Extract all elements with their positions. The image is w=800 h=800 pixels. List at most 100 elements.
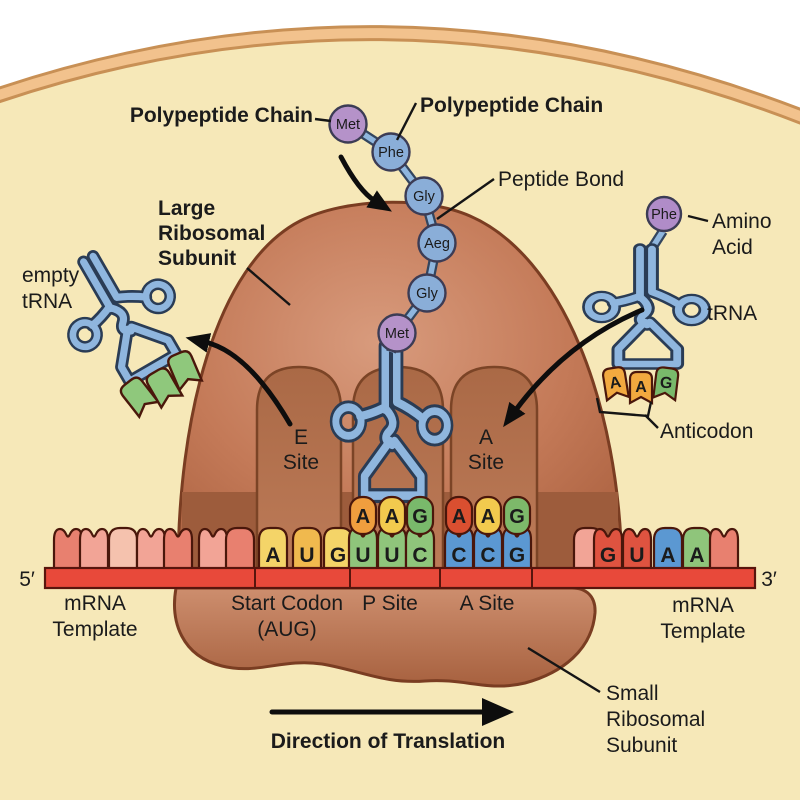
chain-residue: Aeg [417, 223, 457, 263]
start-codon-label-line2: (AUG) [257, 618, 317, 641]
large-subunit-label-line3: Subunit [158, 247, 236, 270]
anticodon-letter: G [659, 374, 673, 392]
small-subunit-label-line3: Subunit [606, 734, 677, 757]
flow-arrows [185, 154, 645, 726]
anticodon-base-letter: A [452, 506, 466, 528]
leader-small-subunit [527, 646, 601, 694]
anticodon-base-tab [348, 495, 378, 536]
mrna-strand [43, 566, 757, 590]
residue-label: Phe [378, 145, 404, 161]
trna-exit-arrow [185, 333, 293, 427]
start-codon-label-line1: Start Codon [231, 592, 343, 615]
polypeptide-chain-right-label: Polypeptide Chain [420, 94, 603, 117]
residue-circle [417, 223, 457, 263]
p-site-trna: A A G [336, 346, 448, 536]
anticodon-base-tab [444, 495, 474, 536]
mrna-base-letter: A [660, 544, 675, 567]
mrna-base-letter: G [330, 544, 346, 567]
mrna-base-letter: A [689, 544, 704, 567]
large-subunit-label-line2: Ribosomal [158, 222, 265, 245]
amino-acid-circle [645, 195, 683, 233]
mrna-base-letter: G [600, 544, 616, 567]
incoming-trna: A A G Phe [588, 195, 704, 405]
anticodon-bracket [595, 397, 653, 418]
leader-large-subunit [246, 267, 291, 306]
peptide-bond-label: Peptide Bond [498, 168, 624, 191]
e-site-pocket-label-line2: Site [283, 451, 319, 474]
empty-trna-label-line1: empty [22, 264, 80, 287]
amino-acid-label-line2: Acid [712, 236, 753, 259]
e-site-pocket [255, 365, 343, 574]
p-site-label: P Site [362, 592, 418, 615]
text-labels: Polypeptide Chain Polypeptide Chain Pept… [22, 94, 772, 757]
anticodon-base-tab [473, 495, 503, 536]
amino-acid-label-line1: Amino [712, 210, 772, 233]
small-subunit-label-line2: Ribosomal [606, 708, 705, 731]
residue-circle [328, 104, 368, 144]
anticodon-base-letter: A [356, 506, 370, 528]
residue-label: Aeg [424, 236, 450, 252]
small-subunit-body [173, 586, 597, 688]
anticodon-base-tab [405, 495, 435, 536]
anticodon-base-tab [377, 495, 407, 536]
residue-label: Gly [413, 189, 436, 205]
anticodon-base-letter: A [481, 506, 495, 528]
mrna-template-right-line2: Template [660, 620, 745, 643]
chain-growth-arrow [338, 154, 392, 212]
mrna-base-letter: U [355, 544, 370, 567]
small-subunit-label-line1: Small [606, 682, 659, 705]
mrna-base-letter: U [299, 544, 314, 567]
leader-peptide-bond [436, 178, 495, 220]
mrna-base-letter: G [509, 544, 525, 567]
amino-acid-circle-label: Phe [651, 207, 677, 223]
mrna-base-letter: C [480, 544, 495, 567]
mrna-p-site-codon: U U C [347, 527, 436, 576]
five-prime-label: 5′ [19, 568, 35, 591]
mrna-template-right-line1: mRNA [672, 594, 734, 617]
mrna-base-letter: C [412, 544, 427, 567]
residue-label: Met [336, 117, 360, 133]
empty-trna-label-line2: tRNA [22, 290, 72, 313]
leader-anticodon [644, 414, 659, 429]
direction-of-translation-label: Direction of Translation [271, 730, 506, 753]
anticodon-letter: A [608, 374, 623, 393]
chain-residue: Phe [371, 132, 411, 172]
membrane-band [0, 28, 800, 122]
chain-residue: Met [377, 313, 417, 353]
mrna-template-left-line1: mRNA [64, 592, 126, 615]
mrna-downstream-bases: G U A A [572, 526, 740, 576]
leader-polypeptide-left [314, 117, 332, 123]
mrna-base-letter: C [451, 544, 466, 567]
mrna-base-letter: U [384, 544, 399, 567]
anticodon-letter: A [635, 379, 647, 396]
chain-residue: Met [328, 104, 368, 144]
anticodon-base-letter: A [385, 506, 399, 528]
mrna-bar [43, 566, 757, 590]
e-site-pocket-label-line1: E [294, 426, 308, 449]
large-subunit-label-line1: Large [158, 197, 215, 220]
residue-label: Met [385, 326, 409, 342]
anticodon-base-letter: G [412, 506, 428, 528]
leader-amino-acid [687, 214, 709, 223]
polypeptide-chain: Met Phe Gly Aeg Gly Met [328, 104, 457, 354]
chain-residue: Gly [407, 273, 447, 313]
anticodon-base-letter: G [509, 506, 525, 528]
residue-circle [404, 176, 444, 216]
anticodon-base-tab [502, 495, 532, 536]
three-prime-label: 3′ [761, 568, 777, 591]
a-site-pocket-label-line2: Site [468, 451, 504, 474]
chain-residue: Gly [404, 176, 444, 216]
leader-lines [246, 102, 709, 694]
anticodon-label: Anticodon [660, 420, 753, 443]
a-site-pocket-label-line1: A [479, 426, 493, 449]
mrna-a-site-codon: C C G [443, 527, 533, 576]
small-ribosomal-subunit [173, 586, 597, 688]
mrna-base-letter: A [265, 544, 280, 567]
leader-polypeptide-right [395, 102, 418, 141]
a-site-anticodon: A A G [444, 495, 532, 536]
cell-membrane [0, 25, 800, 125]
mrna-template-left-line2: Template [52, 618, 137, 641]
polypeptide-chain-left-label: Polypeptide Chain [130, 104, 313, 127]
